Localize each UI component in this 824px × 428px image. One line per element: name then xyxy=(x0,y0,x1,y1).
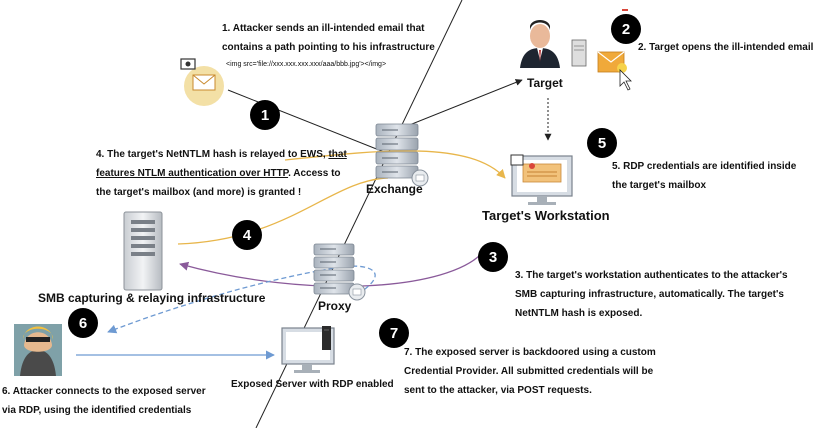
step-4-text-line1: 4. The target's NetNTLM hash is relayed … xyxy=(96,145,347,164)
step-1-text-line1: 1. Attacker sends an ill-intended email … xyxy=(222,23,425,34)
exchange-label: Exchange xyxy=(366,182,423,196)
step-4-prefix: 4. The target's NetNTLM hash is relayed … xyxy=(96,149,329,160)
target-label: Target xyxy=(527,76,563,90)
flow-blue-proxy-to-attacker xyxy=(107,265,376,334)
step-3-text-line3: NetNTLM hash is exposed. xyxy=(515,308,643,319)
step-7-text-line1: 7. The exposed server is backdoored usin… xyxy=(404,347,656,358)
flow-email-to-exchange xyxy=(227,89,385,153)
monitor-email-icon xyxy=(510,154,573,205)
flow-orange-upper xyxy=(284,150,506,179)
step-7-text-line3: sent to the attacker, via POST requests. xyxy=(404,385,592,396)
email-open-click-icon xyxy=(597,9,632,91)
step-1-badge: 1 xyxy=(250,100,280,130)
flow-purple-auth xyxy=(179,251,484,288)
proxy-server-stack-icon xyxy=(313,243,366,301)
step-7-text-line2: Credential Provider. All submitted crede… xyxy=(404,366,654,377)
smb-label: SMB capturing & relaying infrastructure xyxy=(38,291,266,305)
step-6-text-line1: 6. Attacker connects to the exposed serv… xyxy=(2,386,206,397)
step-3-text-line1: 3. The target's workstation authenticate… xyxy=(515,270,788,281)
exchange-server-stack-icon xyxy=(375,123,429,187)
email-bug-icon xyxy=(180,58,224,106)
hacker-avatar-icon xyxy=(14,324,62,376)
step-4-underlined-1: that xyxy=(328,149,347,160)
step-5-badge: 5 xyxy=(587,128,617,158)
step-5-text-line1: 5. RDP credentials are identified inside xyxy=(612,161,797,172)
workstation-label: Target's Workstation xyxy=(482,208,610,223)
step-3-badge: 3 xyxy=(478,242,508,272)
step-4-badge: 4 xyxy=(232,220,262,250)
step-5-text-line2: the target's mailbox xyxy=(612,180,707,191)
step-4-underlined-2: features NTLM authentication over HTTP xyxy=(96,168,289,179)
step-6-text-line2: via RDP, using the identified credential… xyxy=(2,405,192,416)
step-1-code: <img src='file://xxx.xxx.xxx.xxx/aaa/bbb… xyxy=(226,61,387,68)
step-4-text-line3: the target's mailbox (and more) is grant… xyxy=(96,187,302,198)
step-3-text-line2: SMB capturing infrastructure, automatica… xyxy=(515,289,784,300)
flow-orange-relay xyxy=(177,177,389,245)
monitor-server-icon xyxy=(281,326,335,373)
server-tower-icon xyxy=(123,211,163,291)
proxy-label: Proxy xyxy=(318,299,352,313)
step-4-text-line2: features NTLM authentication over HTTP. … xyxy=(96,164,341,183)
step-6-badge: 6 xyxy=(68,308,98,338)
businessman-icon xyxy=(520,20,587,68)
flow-exchange-to-target xyxy=(401,79,523,129)
step-2-badge: 2 xyxy=(611,14,641,44)
step-1-text-line2: contains a path pointing to his infrastr… xyxy=(222,42,435,53)
step-7-badge: 7 xyxy=(379,318,409,348)
step-2-text: 2. Target opens the ill-intended email xyxy=(638,42,814,53)
exposed-server-label: Exposed Server with RDP enabled xyxy=(231,379,394,390)
step-4-suffix: . Access to xyxy=(288,168,341,179)
